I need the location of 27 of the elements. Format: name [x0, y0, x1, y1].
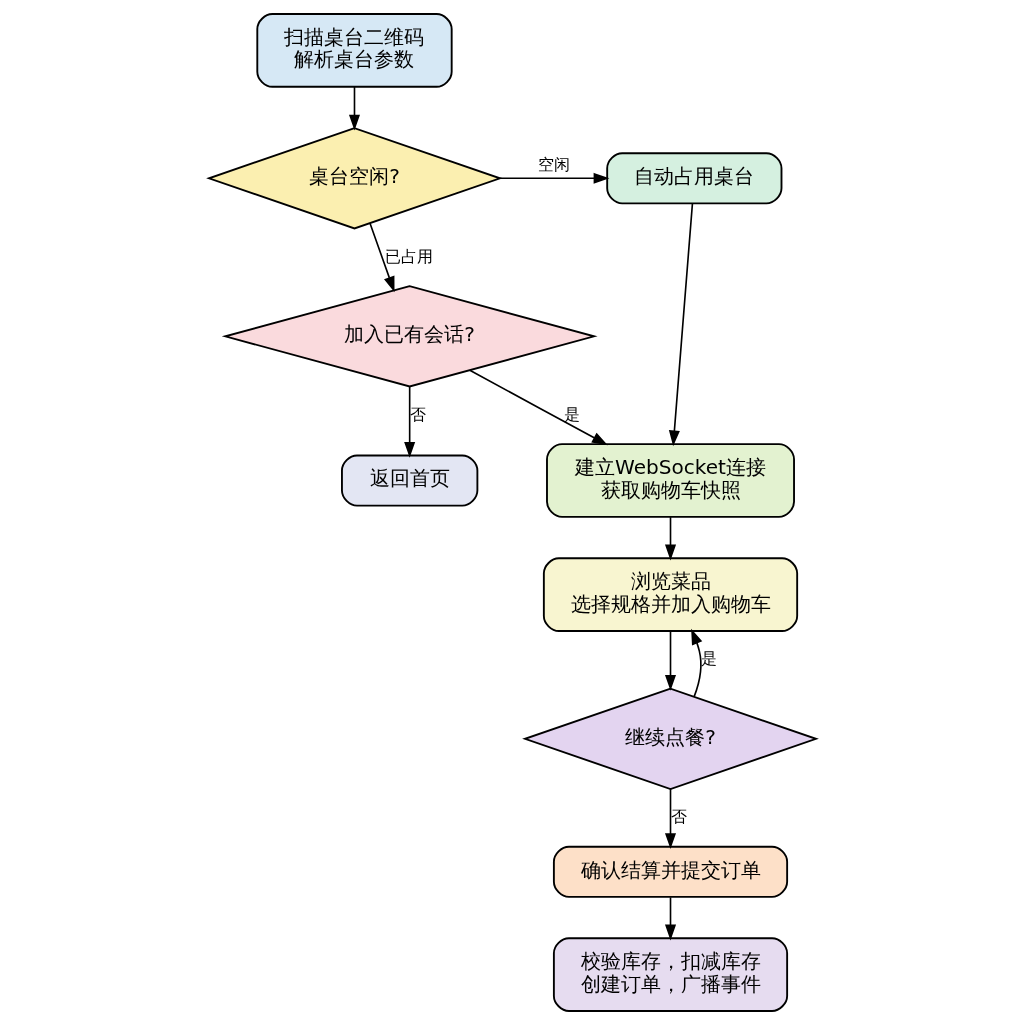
edge-label: 是 — [563, 404, 580, 424]
arrow — [690, 628, 702, 697]
arrow — [368, 221, 394, 292]
arrow — [498, 172, 609, 184]
node-box: 建立WebSocket连接 获取购物车快照 — [545, 442, 795, 518]
arrow — [348, 85, 360, 130]
arrow — [403, 385, 415, 458]
edge-label: 否 — [670, 806, 687, 826]
arrow — [664, 787, 676, 849]
arrow — [664, 515, 676, 560]
arrow — [664, 629, 676, 691]
arrow — [668, 202, 693, 446]
arrow — [468, 368, 608, 445]
node-box: 自动占用桌台 — [605, 151, 782, 204]
node-box: 浏览菜品 选择规格并加入购物车 — [542, 556, 798, 632]
edge-label: 已占用 — [384, 246, 433, 266]
edge-label: 否 — [409, 404, 426, 424]
node-box: 确认结算并提交订单 — [552, 845, 788, 898]
arrow — [664, 896, 676, 940]
node-box: 返回首页 — [340, 454, 478, 507]
node-diamond: 桌台空闲? — [205, 126, 503, 229]
node-box: 扫描桌台二维码 解析桌台参数 — [255, 12, 453, 88]
node-box: 校验库存，扣减库存 创建订单，广播事件 — [552, 936, 788, 1012]
edge-label: 是 — [700, 648, 717, 668]
node-diamond: 继续点餐? — [521, 687, 819, 790]
edge-label: 空闲 — [537, 154, 570, 174]
node-diamond: 加入已有会话? — [221, 284, 598, 387]
